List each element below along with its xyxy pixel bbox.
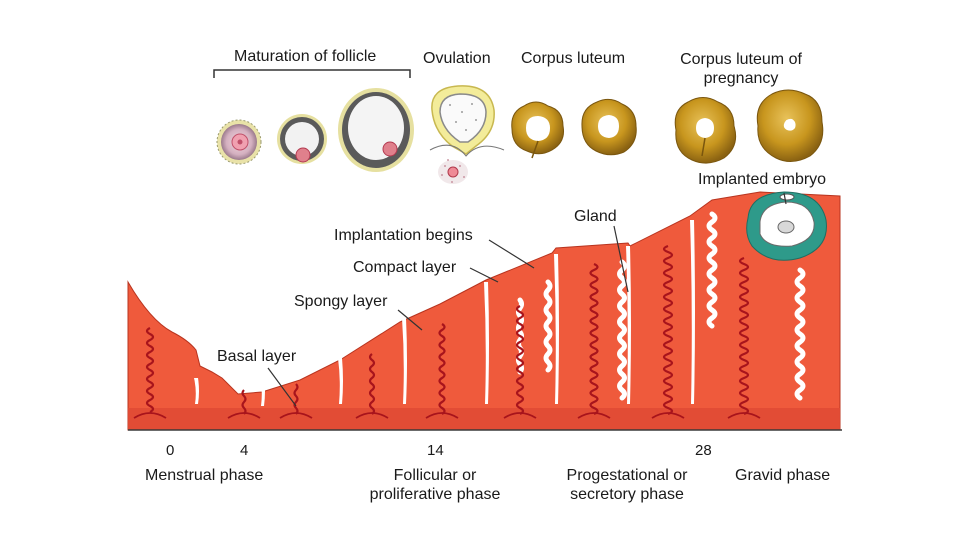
spiral-arteries <box>133 244 761 419</box>
spiral-artery-6 <box>515 305 525 415</box>
basal-layer-band <box>128 408 840 430</box>
tissue-cleft-3 <box>338 358 343 404</box>
follicle-growing <box>277 114 327 164</box>
basal-artery-branch-7 <box>577 412 611 419</box>
tissue-cleft-6 <box>554 254 559 404</box>
basal-artery-branch-2 <box>227 412 261 419</box>
tissue-cleft-4 <box>402 318 407 404</box>
spiral-artery-7 <box>589 262 599 416</box>
basal-artery-branch-4 <box>355 412 389 419</box>
leader-lines <box>267 192 787 407</box>
tick-day-28: 28 <box>695 442 712 459</box>
phase-follicular: Follicular or proliferative phase <box>369 467 501 503</box>
corpus-luteum-pregnancy-label: Corpus luteum of pregnancy <box>680 51 802 87</box>
spiral-artery-8 <box>662 244 674 416</box>
corpus-luteum-1 <box>511 101 564 159</box>
basal-artery-branch-8 <box>651 412 685 419</box>
gland-label: Gland <box>574 208 617 225</box>
corpus-luteum-label: Corpus luteum <box>521 50 626 67</box>
basal-artery-branch-3 <box>279 412 313 419</box>
spongy-layer-label: Spongy layer <box>294 293 388 310</box>
corpus-luteum-pregnancy-1 <box>674 97 737 164</box>
spiral-artery-4 <box>368 353 376 415</box>
implantation-begins-label: Implantation begins <box>334 227 473 244</box>
tissue-cleft-8 <box>690 220 695 404</box>
tissue-cleft-5 <box>484 282 489 404</box>
phase-gravid: Gravid phase <box>735 467 831 484</box>
maturation-bracket <box>213 69 411 78</box>
gland-4 <box>706 211 718 329</box>
spiral-artery-3 <box>293 383 299 415</box>
basal-artery-branch-9 <box>727 412 761 419</box>
maturation-label: Maturation of follicle <box>234 48 377 65</box>
tissue-cleft-2 <box>260 376 265 406</box>
basal-artery-branch-1 <box>133 412 167 419</box>
phase-secretory: Progestational or secretory phase <box>566 467 688 503</box>
basal-layer-label: Basal layer <box>217 348 297 365</box>
endometrium-section <box>127 191 841 431</box>
gland-3 <box>617 259 627 401</box>
basal-artery-branch-5 <box>425 412 459 419</box>
corpus-luteum-pregnancy-2 <box>756 89 824 162</box>
basal-artery-branch-6 <box>503 412 537 419</box>
implanted-embryo-label: Implanted embryo <box>698 171 827 188</box>
tick-day-14: 14 <box>427 442 444 459</box>
implanted-embryo <box>746 191 827 261</box>
endometrium-tissue <box>127 191 841 431</box>
corpus-luteum-2 <box>581 98 637 156</box>
compact-layer-label: Compact layer <box>353 259 457 276</box>
follicle-graafian <box>338 88 414 172</box>
tissue-cleft-7 <box>626 246 631 404</box>
follicle-early <box>216 119 262 165</box>
tick-day-0: 0 <box>166 442 175 459</box>
gland-2 <box>543 279 553 373</box>
gland-5 <box>794 267 806 401</box>
ovulation-label: Ovulation <box>423 50 491 67</box>
spiral-artery-5 <box>438 323 446 415</box>
phase-menstrual: Menstrual phase <box>145 467 264 484</box>
tissue-cleft-1 <box>194 378 199 404</box>
tick-day-4: 4 <box>240 442 249 459</box>
ovulation-rupture <box>429 85 505 184</box>
spiral-artery-9 <box>738 256 750 416</box>
spiral-artery-2 <box>241 389 247 415</box>
spiral-artery-1 <box>145 327 155 413</box>
